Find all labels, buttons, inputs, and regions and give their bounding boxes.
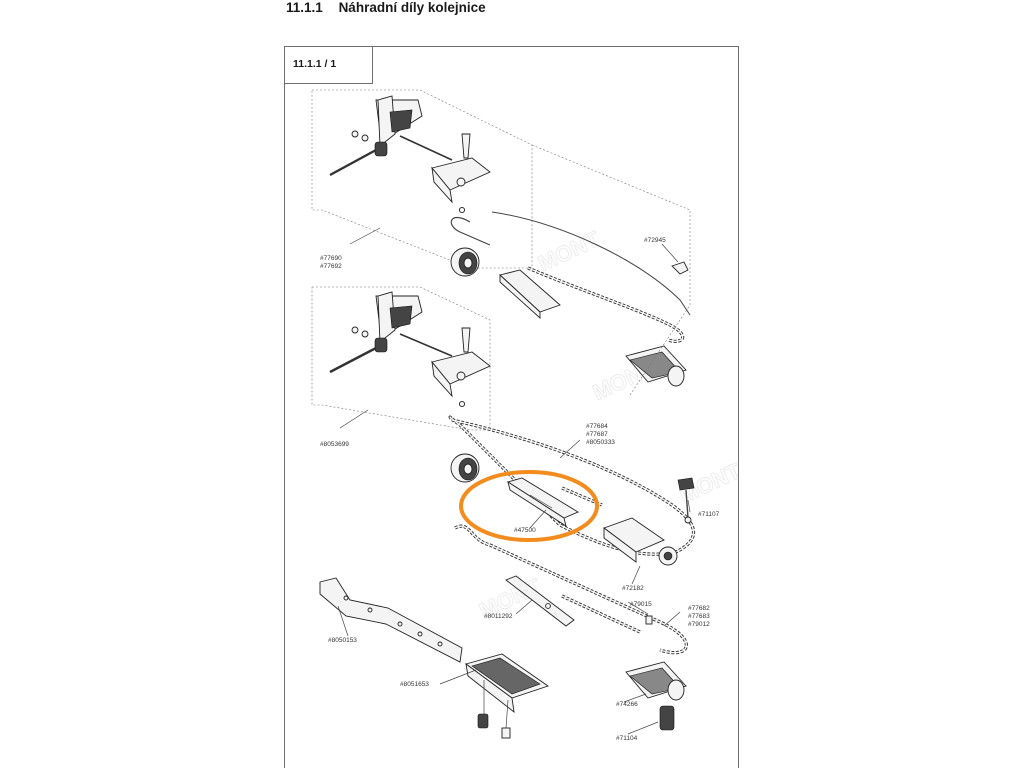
part-8051653-control-box	[464, 653, 549, 739]
label-79015: #79015	[630, 601, 652, 608]
label-8053699: #8053699	[320, 441, 349, 448]
label-72182: #72182	[622, 585, 644, 592]
label-72945: #72945	[644, 237, 666, 244]
pulley-wheel-middle	[450, 453, 480, 483]
label-77682: #77682	[688, 605, 710, 612]
part-47500-slider	[506, 477, 579, 527]
pulley-wheel-upper	[450, 247, 480, 277]
part-72182-carriage	[603, 517, 678, 566]
label-79012: #79012	[688, 621, 710, 628]
upper-bracket-assembly	[311, 89, 533, 269]
label-8051653: #8051653	[400, 681, 429, 688]
label-47500: #47500	[514, 527, 536, 534]
part-8011292-rod	[505, 575, 575, 627]
label-8011292: #8011292	[484, 613, 513, 620]
label-77692: #77692	[320, 263, 342, 270]
trolley-upper	[625, 345, 687, 387]
highlight-ring	[459, 470, 599, 542]
label-77683: #77683	[688, 613, 710, 620]
part-8050153-arm	[319, 577, 463, 663]
part-71107-latch	[677, 477, 695, 524]
label-8050153: #8050153	[328, 637, 357, 644]
section-title: Náhradní díly kolejnice	[338, 0, 486, 15]
label-71107: #71107	[698, 511, 720, 518]
label-74266: #74266	[616, 701, 638, 708]
figure-frame	[284, 46, 739, 768]
label-8050333: #8050333	[586, 439, 615, 446]
middle-bracket-assembly	[311, 286, 491, 431]
figure-tab: 11.1.1 / 1	[284, 46, 373, 84]
label-71104: #71104	[616, 735, 638, 742]
label-77690: #77690	[320, 255, 342, 262]
part-71104-knob	[659, 705, 675, 731]
exploded-parts-diagram: MONT MONT MONT MONT	[311, 89, 739, 742]
section-number: 11.1.1	[286, 0, 323, 15]
section-heading: 11.1.1 Náhradní díly kolejnice	[286, 0, 486, 15]
part-74266-trolley	[625, 661, 687, 701]
label-77687: #77687	[586, 431, 608, 438]
label-77684: #77684	[586, 423, 608, 430]
